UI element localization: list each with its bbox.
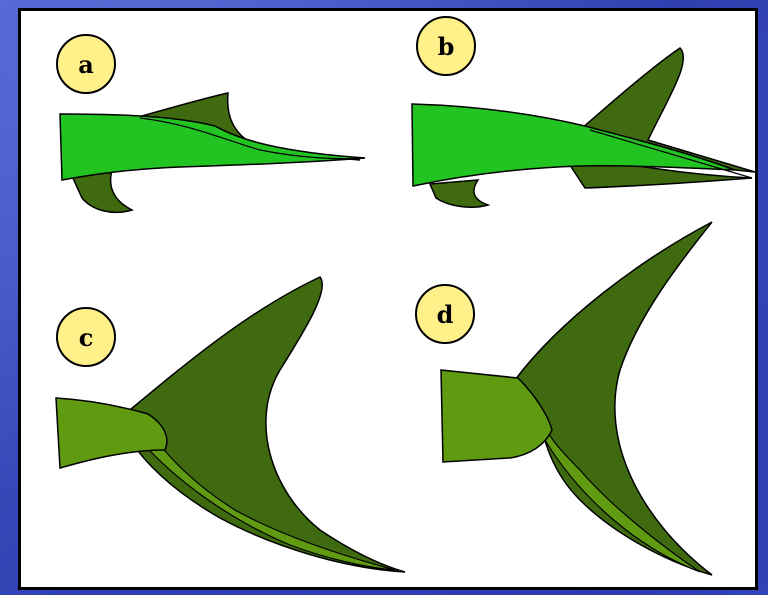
panel-a-label: a	[78, 50, 94, 79]
panel-b-ventral-fin	[430, 180, 488, 207]
panel-c: c	[56, 277, 405, 572]
panel-d-label: d	[437, 300, 454, 329]
panel-d-caudal-fin	[515, 222, 712, 575]
panel-c-label: c	[79, 323, 94, 352]
panel-d: d	[416, 222, 712, 575]
panel-b: b	[412, 17, 755, 207]
panel-a: a	[57, 35, 365, 212]
panel-b-label: b	[438, 32, 455, 61]
